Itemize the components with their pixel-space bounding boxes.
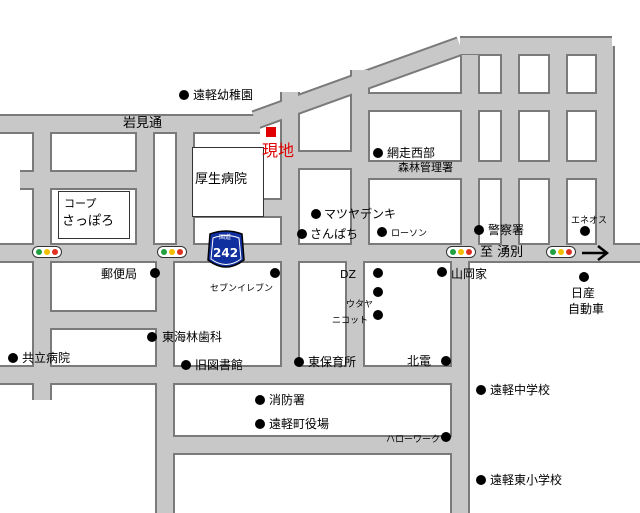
landmark-dot — [373, 268, 383, 278]
landmark-dot — [255, 419, 265, 429]
nicot-label: ニコット — [332, 316, 369, 326]
yakuba-label: 遠軽町役場 — [269, 417, 330, 431]
landmark-dot — [373, 287, 383, 297]
route-242-shield-icon — [207, 230, 245, 268]
iwamidori-label: 岩見通 — [123, 116, 163, 131]
landmark-dot — [579, 272, 589, 282]
genchi-label: 現地 — [262, 141, 295, 160]
landmark-dot — [8, 353, 18, 363]
landmark-dot — [255, 395, 265, 405]
coop-block — [58, 191, 130, 239]
landmark-dot — [294, 357, 304, 367]
genchi-marker-icon — [266, 127, 276, 137]
landmark-dot — [147, 332, 157, 342]
hoikusho-label: 東保育所 — [308, 355, 357, 369]
kyutosho-label: 旧図書館 — [195, 358, 244, 372]
hellowork-label: ハローワーク — [386, 435, 441, 445]
route-number: 242 — [213, 246, 239, 260]
landmark-dot — [580, 226, 590, 236]
arrow-right-icon — [582, 245, 610, 261]
shogakko-label: 遠軽東小学校 — [490, 473, 563, 487]
youchien-label: 遠軽幼稚園 — [193, 88, 254, 102]
landmark-dot — [476, 475, 486, 485]
hokuden-label: 北電 — [407, 354, 432, 368]
lawson-label: ローソン — [391, 229, 428, 239]
route-label: 国道 — [219, 234, 232, 241]
traffic-light-icon — [546, 246, 576, 258]
landmark-dot — [441, 356, 451, 366]
dz-label: DZ — [340, 268, 357, 281]
utaya-label: ウタヤ — [346, 300, 374, 310]
landmark-dot — [181, 360, 191, 370]
coop-label-1: コープ — [64, 197, 97, 210]
landmark-dot — [297, 229, 307, 239]
landmark-dot — [270, 268, 280, 278]
yubin-label: 郵便局 — [101, 267, 138, 281]
traffic-light-icon — [446, 246, 476, 258]
sanpachi-label: さんぱち — [310, 227, 359, 241]
nissan-label-1: 日産 — [571, 286, 596, 300]
kyoritsu-label: 共立病院 — [22, 351, 71, 365]
landmark-dot — [311, 209, 321, 219]
landmark-dot — [373, 148, 383, 158]
nissan-label-2: 自動車 — [568, 302, 605, 316]
kosei-hospital-label: 厚生病院 — [195, 172, 248, 187]
kosei-hospital-block — [192, 147, 264, 217]
destination-label: 至 湧別 — [480, 245, 524, 260]
seven-label: セブンイレブン — [210, 284, 274, 294]
abashiri-label-2: 森林管理署 — [398, 161, 453, 174]
landmark-dot — [150, 268, 160, 278]
landmark-dot — [373, 310, 383, 320]
yamaoka-label: 山岡家 — [451, 267, 488, 281]
landmark-dot — [474, 225, 484, 235]
matsuya-label: マツヤデンキ — [324, 207, 397, 221]
landmark-dot — [179, 90, 189, 100]
eneos-label: エネオス — [571, 216, 608, 226]
shobosho-label: 消防署 — [269, 393, 306, 407]
chugakko-label: 遠軽中学校 — [490, 383, 551, 397]
tokai-label: 東海林歯科 — [162, 330, 223, 344]
coop-label-2: さっぽろ — [62, 214, 115, 229]
traffic-light-icon — [32, 246, 62, 258]
landmark-dot — [441, 432, 451, 442]
landmark-dot — [437, 267, 447, 277]
abashiri-label-1: 網走西部 — [387, 146, 436, 160]
keisatsu-label: 警察署 — [488, 223, 525, 237]
traffic-light-icon — [157, 246, 187, 258]
landmark-dot — [377, 227, 387, 237]
landmark-dot — [476, 385, 486, 395]
